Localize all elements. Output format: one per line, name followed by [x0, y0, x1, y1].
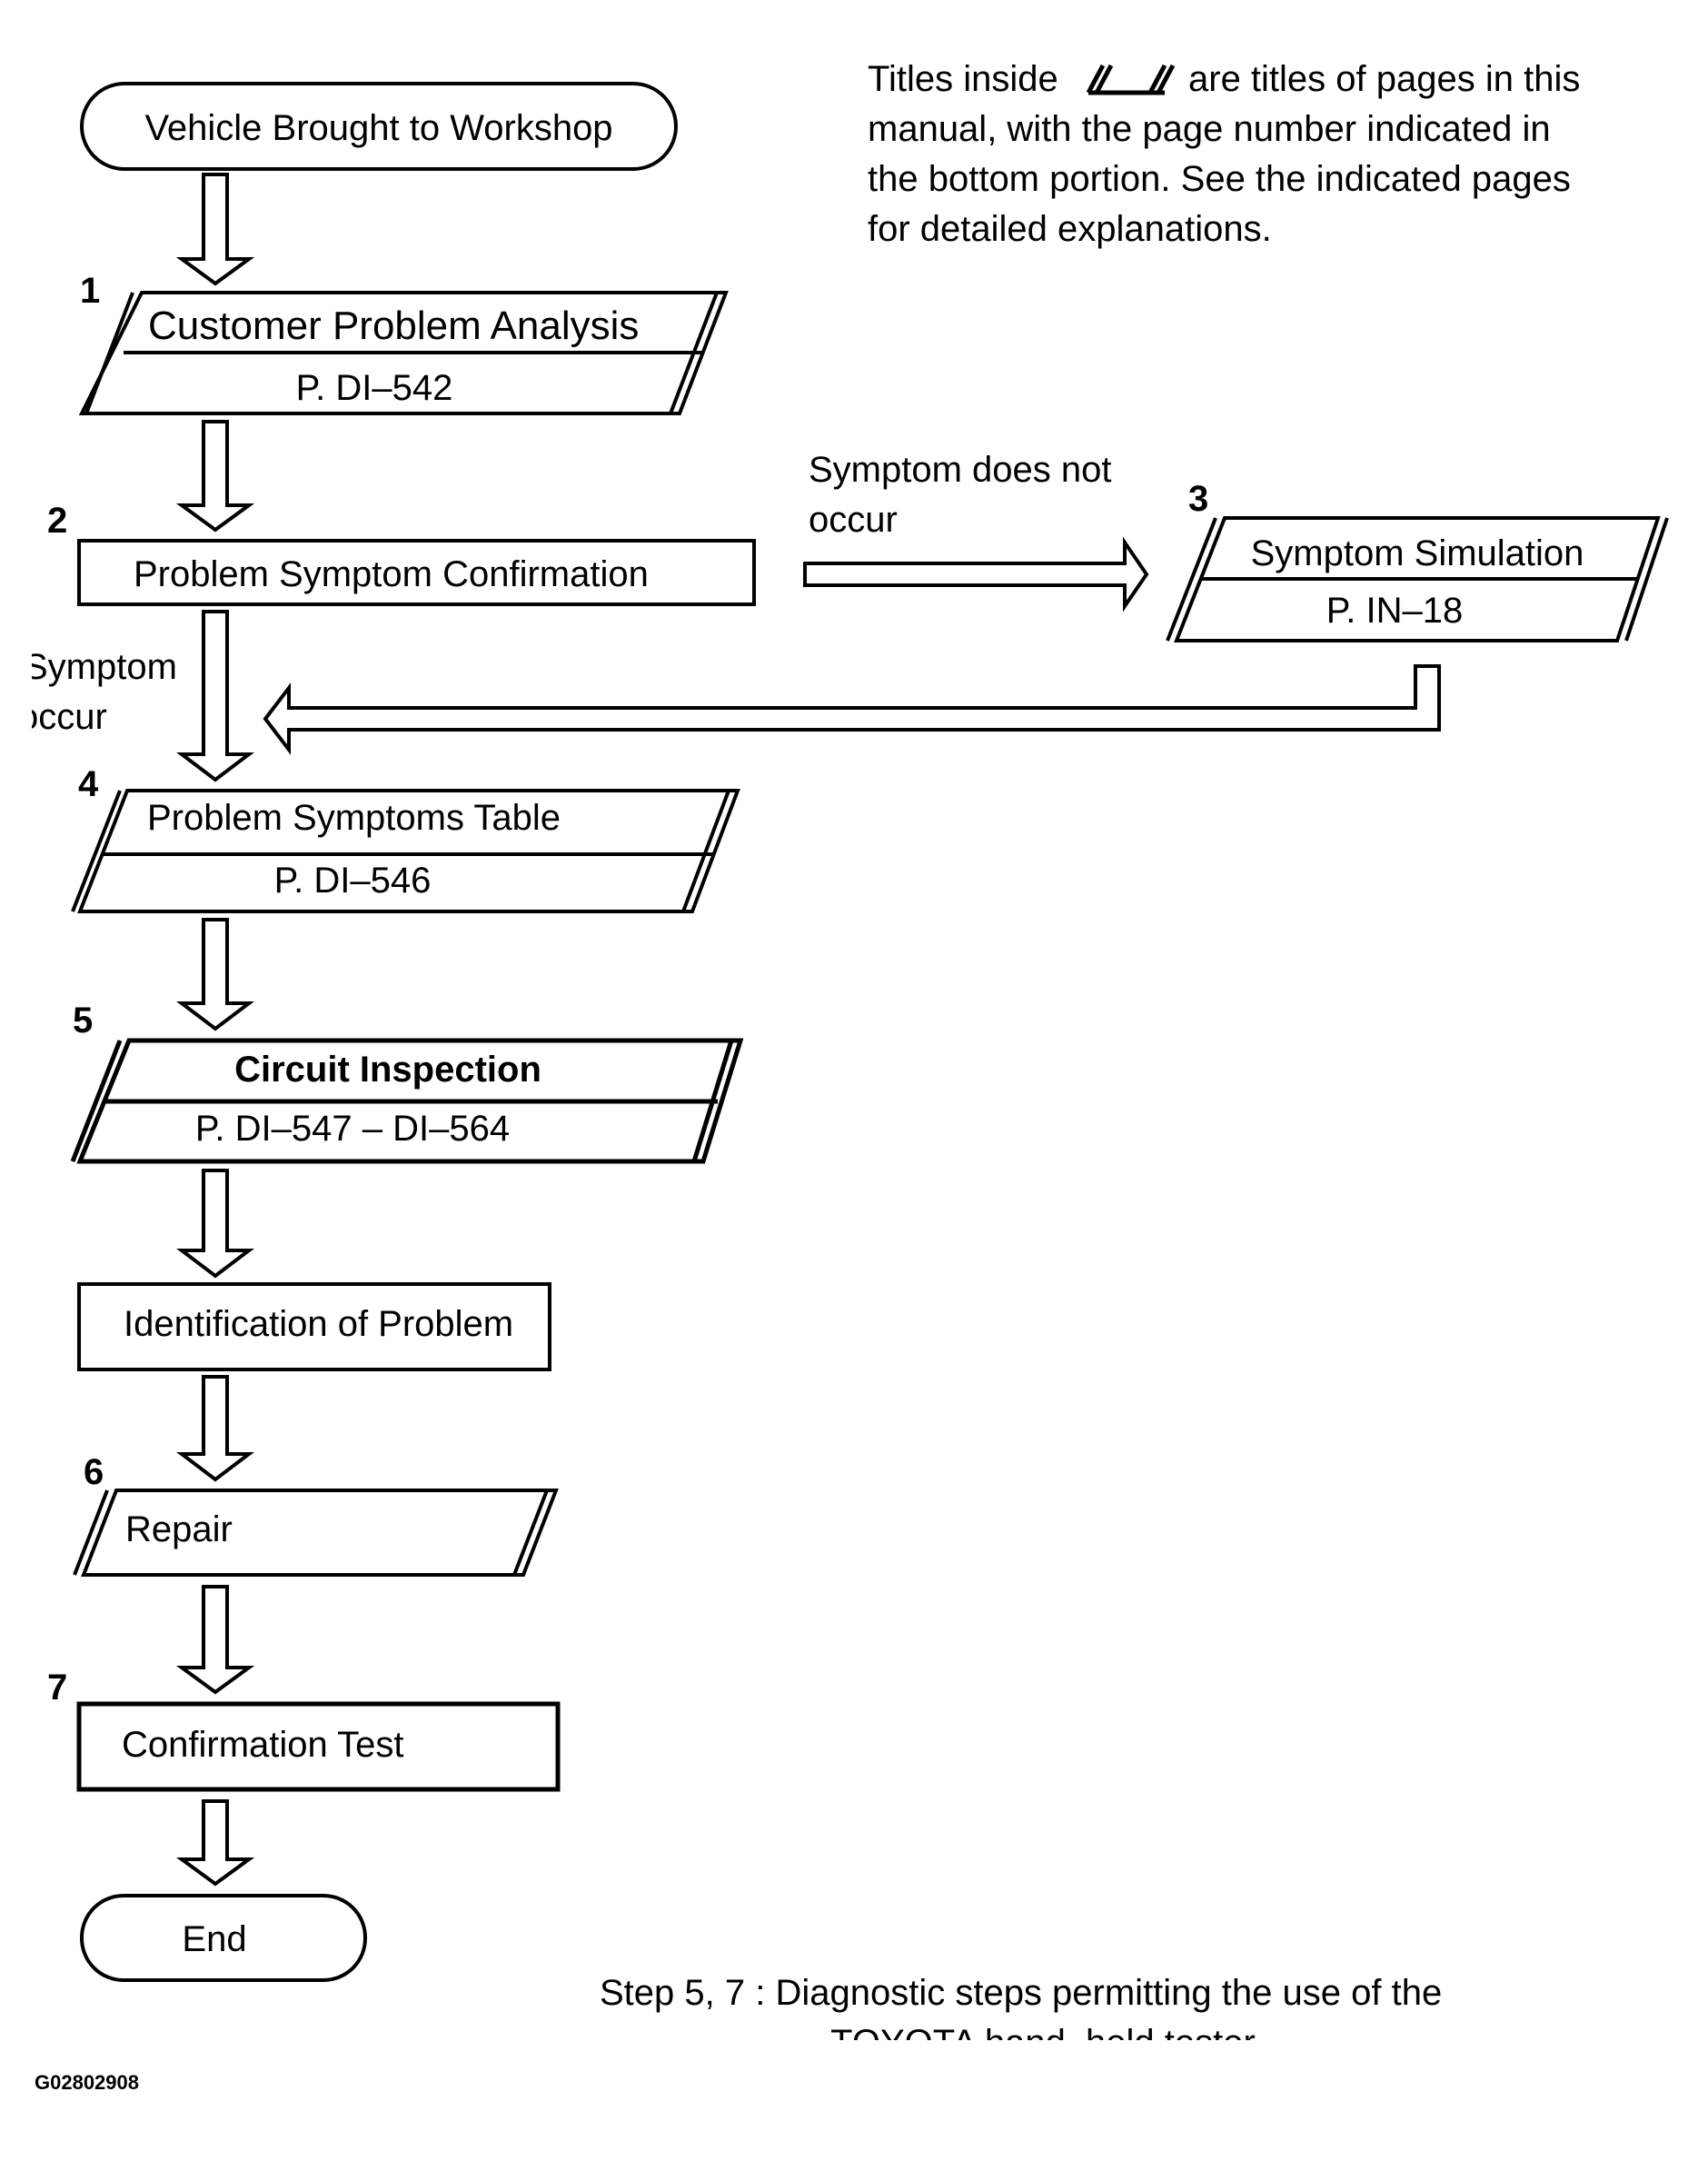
legend-note-line4: for detailed explanations.: [868, 209, 1272, 249]
step-5-box: [70, 1038, 744, 1164]
footnote-line2: TOYOTA hand–held tester: [830, 2023, 1256, 2063]
step-2-box: [77, 539, 756, 606]
step-4-page: P. DI–546: [274, 861, 432, 901]
step-3-number: 3: [1188, 479, 1208, 519]
step-3-box: [1166, 516, 1669, 642]
step-7-number: 7: [47, 1668, 67, 1708]
step-7-box: [76, 1701, 561, 1792]
step-2-number: 2: [47, 501, 67, 541]
right-arrow-icon: [803, 536, 1149, 612]
symptom-occur-label-line1: Symptom: [24, 647, 177, 687]
legend-note-line1a: Titles inside: [868, 59, 1058, 99]
down-arrow-icon: [175, 1585, 255, 1695]
symptom-not-occur-label-line1: Symptom does not: [809, 450, 1112, 490]
down-arrow-icon: [175, 1799, 255, 1887]
identification-box: [77, 1282, 551, 1371]
step-6-box: [73, 1489, 559, 1577]
footnote-line1: Step 5, 7 : Diagnostic steps permitting …: [600, 1973, 1442, 2013]
end-label: End: [182, 1919, 246, 1959]
step-4-number: 4: [78, 764, 99, 804]
end-terminator: [80, 1894, 367, 1982]
down-arrow-icon: [176, 918, 254, 1031]
step-5-title: Circuit Inspection: [234, 1050, 541, 1090]
step-5-number: 5: [73, 1001, 93, 1041]
figure-id: G02802908: [35, 2071, 139, 2094]
symptom-not-occur-label-line2: occur: [809, 500, 898, 540]
legend-note-line3: the bottom portion. See the indicated pa…: [868, 159, 1571, 199]
start-terminator: [80, 82, 678, 171]
step-1-number: 1: [80, 271, 100, 311]
return-arrow-icon: [263, 664, 1441, 755]
start-label: Vehicle Brought to Workshop: [144, 108, 612, 148]
identification-title: Identification of Problem: [124, 1304, 513, 1344]
legend-note-line1b: are titles of pages in this: [1188, 59, 1580, 99]
page-reference-symbol-icon: [1086, 64, 1176, 95]
step-5-page: P. DI–547 – DI–564: [195, 1109, 510, 1149]
down-arrow-icon: [176, 1375, 254, 1482]
step-6-number: 6: [84, 1452, 104, 1492]
step-1-page: P. DI–542: [296, 368, 453, 408]
symptom-occur-label-line2: occur: [18, 697, 107, 737]
down-arrow-icon: [175, 173, 255, 286]
step-4-title: Problem Symptoms Table: [147, 798, 561, 838]
step-3-title: Symptom Simulation: [1251, 533, 1584, 573]
step-7-title: Confirmation Test: [122, 1725, 404, 1765]
down-arrow-icon: [175, 420, 255, 533]
legend-note-line2: manual, with the page number indicated i…: [868, 109, 1551, 149]
step-2-title: Problem Symptom Confirmation: [134, 554, 649, 594]
down-arrow-icon: [176, 1169, 254, 1279]
step-6-title: Repair: [125, 1509, 233, 1549]
step-4-box: [71, 789, 740, 913]
down-arrow-icon: [176, 610, 254, 782]
step-3-page: P. IN–18: [1326, 591, 1464, 631]
legend-note: Titles inside are titles of pages in thi…: [868, 59, 1580, 249]
step-1-title: Customer Problem Analysis: [148, 304, 639, 348]
step-1-box: [78, 291, 729, 415]
